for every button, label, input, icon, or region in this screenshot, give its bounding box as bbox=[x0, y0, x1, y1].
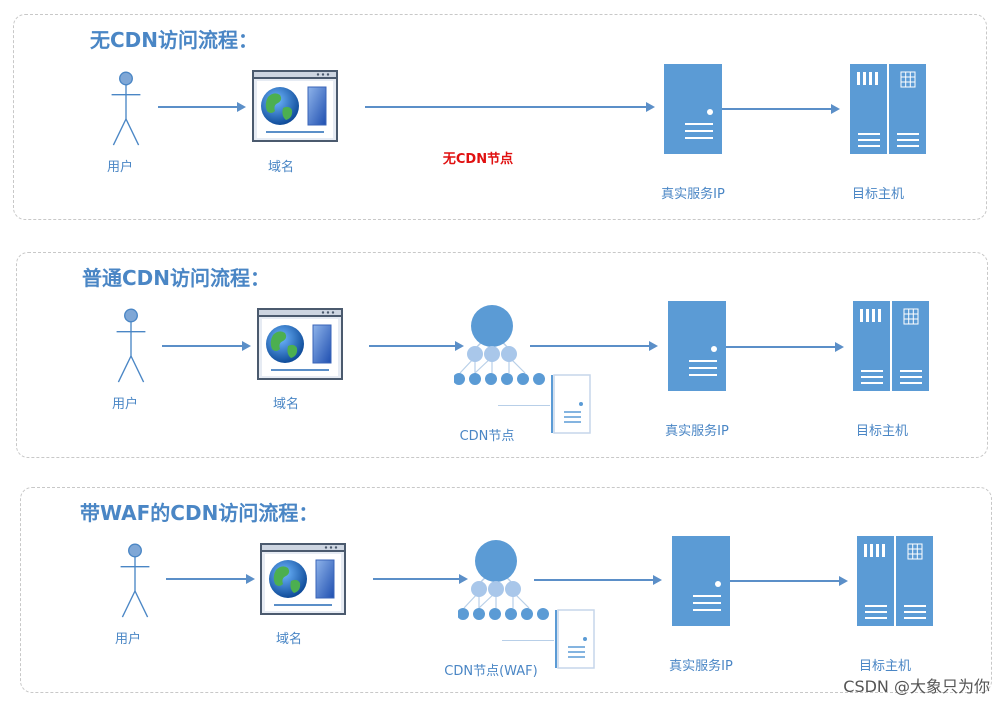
server-icon bbox=[672, 536, 730, 626]
small-server-icon bbox=[555, 609, 595, 669]
arrow bbox=[726, 342, 844, 352]
cdn-network-icon bbox=[454, 305, 554, 395]
server-icon bbox=[668, 301, 726, 391]
arrow bbox=[534, 575, 662, 585]
server-label: 真实服务IP bbox=[665, 424, 729, 439]
cdn-network-icon bbox=[458, 540, 558, 630]
user-label: 用户 bbox=[106, 160, 134, 175]
cdn-node-label: CDN节点(WAF) bbox=[444, 664, 538, 679]
connector-line bbox=[502, 640, 554, 641]
arrow bbox=[530, 341, 658, 351]
domain-label: 域名 bbox=[267, 160, 295, 175]
connector-line bbox=[498, 405, 550, 406]
panel-normal-cdn bbox=[16, 252, 988, 458]
panel-waf-cdn bbox=[20, 487, 992, 693]
arrow bbox=[162, 341, 251, 351]
small-server-icon bbox=[551, 374, 591, 434]
browser-globe-icon bbox=[252, 70, 338, 142]
server-rack-icon bbox=[857, 536, 933, 626]
arrow bbox=[166, 574, 255, 584]
user-icon bbox=[108, 68, 144, 152]
cdn-node-label: CDN节点 bbox=[459, 429, 515, 444]
cdn-node-label: 无CDN节点 bbox=[442, 152, 514, 167]
arrow bbox=[365, 102, 655, 112]
arrow bbox=[369, 341, 464, 351]
user-label: 用户 bbox=[114, 632, 142, 647]
panel-title: 带WAF的CDN访问流程： bbox=[80, 501, 319, 525]
server-rack-icon bbox=[850, 64, 926, 154]
host-label: 目标主机 bbox=[851, 187, 905, 202]
server-label: 真实服务IP bbox=[661, 187, 725, 202]
host-label: 目标主机 bbox=[855, 424, 909, 439]
panel-title: 普通CDN访问流程： bbox=[82, 266, 271, 290]
panel-no-cdn bbox=[13, 14, 987, 220]
server-label: 真实服务IP bbox=[669, 659, 733, 674]
arrow bbox=[373, 574, 468, 584]
panel-title: 无CDN访问流程： bbox=[90, 28, 259, 52]
domain-label: 域名 bbox=[275, 632, 303, 647]
arrow bbox=[158, 102, 246, 112]
browser-globe-icon bbox=[257, 308, 343, 380]
server-icon bbox=[664, 64, 722, 154]
arrow bbox=[730, 576, 848, 586]
user-icon bbox=[113, 305, 149, 389]
user-label: 用户 bbox=[111, 397, 139, 412]
server-rack-icon bbox=[853, 301, 929, 391]
browser-globe-icon bbox=[260, 543, 346, 615]
host-label: 目标主机 bbox=[858, 659, 912, 674]
watermark: CSDN @大象只为你 bbox=[843, 677, 990, 696]
arrow bbox=[722, 104, 840, 114]
domain-label: 域名 bbox=[272, 397, 300, 412]
user-icon bbox=[117, 540, 153, 624]
